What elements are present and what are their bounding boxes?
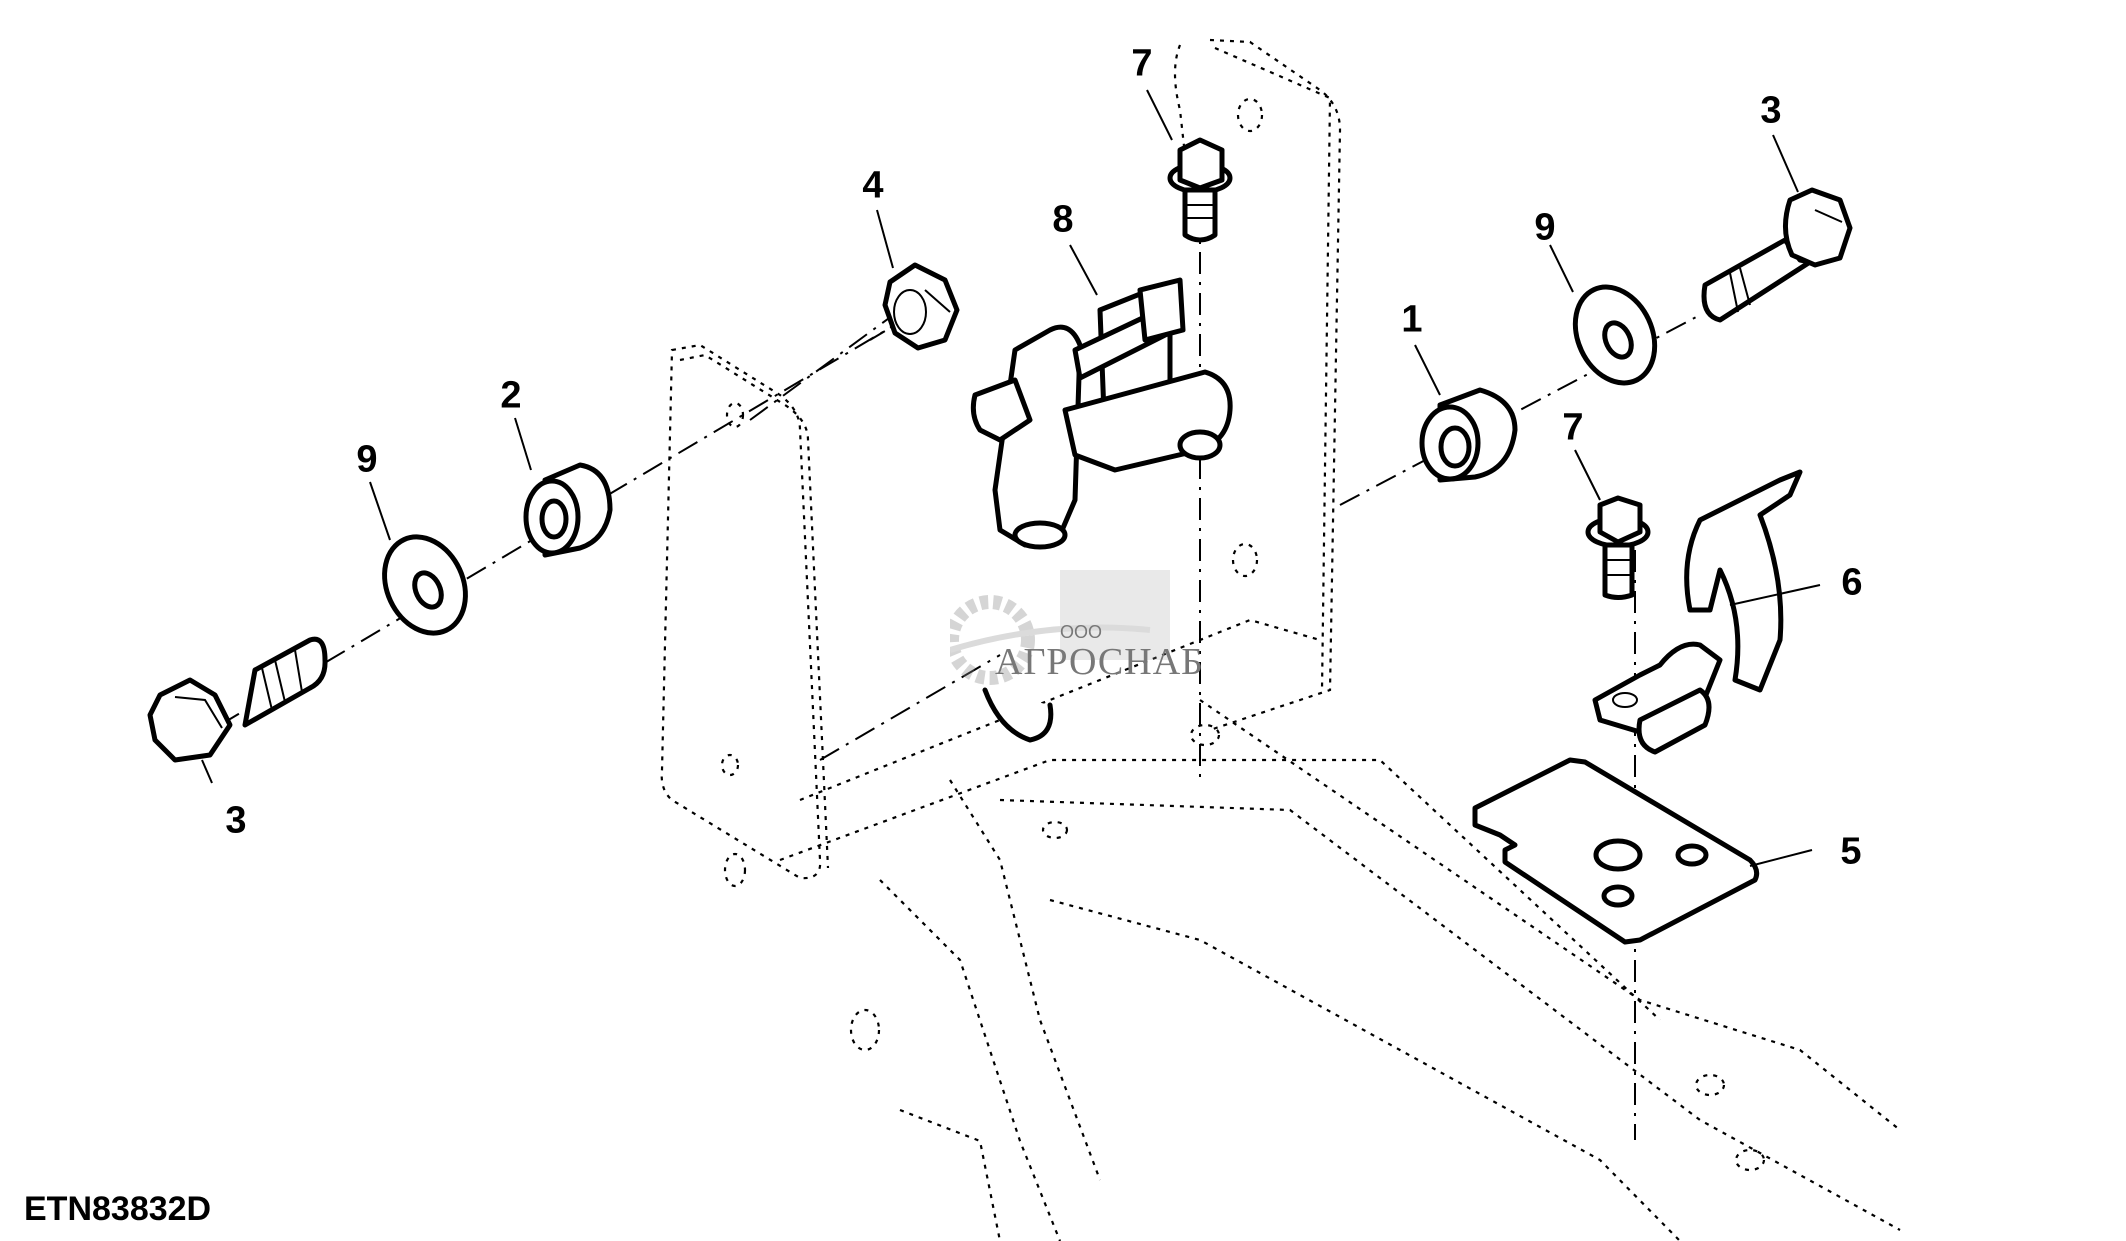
watermark-prefix: ООО (1060, 622, 1103, 642)
callout-8: 8 (1052, 198, 1074, 241)
watermark-brand: АГРОСНАБ (995, 641, 1204, 683)
callout-4: 4 (862, 164, 884, 207)
spacer-bushing-left[interactable] (523, 462, 613, 558)
callout-2: 2 (500, 374, 522, 417)
flange-bolt-top[interactable] (1167, 137, 1233, 243)
washer-right[interactable] (1560, 274, 1669, 396)
watermark-logo (950, 570, 1170, 685)
callout-1: 1 (1401, 298, 1423, 341)
latch-hinge[interactable] (1592, 469, 1803, 755)
phantom-frame (660, 38, 1901, 1241)
callout-3-left: 3 (225, 799, 247, 842)
lower-ring (982, 687, 1054, 743)
leader-lines (201, 89, 1821, 867)
callout-9-right: 9 (1534, 206, 1556, 249)
figure-id-label: ETN83832D (24, 1190, 212, 1228)
hex-bolt-left[interactable] (147, 636, 328, 763)
callout-5: 5 (1840, 830, 1862, 873)
callout-6: 6 (1841, 561, 1863, 604)
callout-7-top: 7 (1131, 42, 1153, 85)
spacer-bushing-right[interactable] (1419, 387, 1518, 483)
callout-9-left: 9 (356, 438, 378, 481)
flange-bolt-lower[interactable] (1585, 495, 1651, 600)
hex-bolt-right[interactable] (1701, 187, 1853, 323)
mounting-plate[interactable] (1472, 757, 1760, 945)
hinge-bracket[interactable] (970, 277, 1233, 550)
washer-left[interactable] (369, 524, 480, 647)
callout-3-right: 3 (1760, 89, 1782, 132)
callout-7-lower: 7 (1562, 406, 1584, 449)
hex-nut[interactable] (882, 262, 960, 351)
